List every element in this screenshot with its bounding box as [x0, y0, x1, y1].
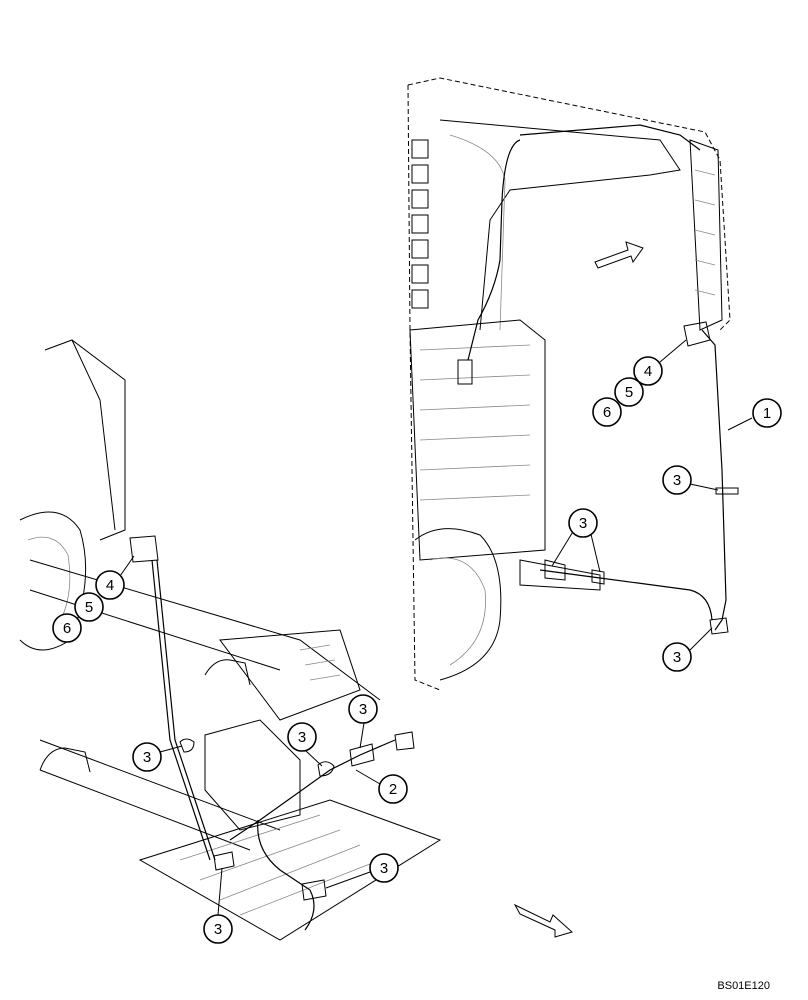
svg-text:6: 6 [603, 404, 611, 421]
direction-arrow-lower [513, 903, 574, 938]
svg-text:5: 5 [85, 599, 93, 616]
callout-3-left-side: 3 [132, 742, 183, 772]
svg-text:4: 4 [644, 363, 652, 380]
callout-3-right-bottom: 3 [662, 627, 713, 672]
harness-part-2 [129, 535, 415, 931]
direction-arrow-upper [594, 241, 644, 269]
svg-text:3: 3 [214, 921, 222, 938]
callout-1: 1 [727, 398, 782, 431]
svg-text:3: 3 [673, 472, 681, 489]
svg-text:3: 3 [673, 649, 681, 666]
callout-4-right: 4 [633, 339, 687, 386]
svg-text:3: 3 [143, 749, 151, 766]
callout-3-right-bracket: 3 [551, 508, 601, 573]
callout-6-left: 6 [52, 613, 82, 643]
callout-3-left-lower: 3 [325, 853, 399, 889]
svg-text:2: 2 [389, 781, 397, 798]
svg-text:3: 3 [579, 515, 587, 532]
left-assembly-frame [19, 339, 574, 941]
svg-text:3: 3 [359, 701, 367, 718]
svg-text:6: 6 [63, 620, 71, 637]
grab-handle-lower [39, 747, 91, 773]
drawing-code: BS01E120 [717, 980, 770, 992]
callout-5-right: 5 [614, 377, 644, 407]
svg-text:1: 1 [763, 405, 771, 422]
callout-6-right: 6 [592, 397, 622, 427]
callout-3-left-bottom: 3 [203, 867, 233, 944]
callout-2: 2 [355, 769, 408, 804]
vent-grid [411, 139, 429, 309]
callout-4-left: 4 [95, 555, 135, 600]
svg-text:5: 5 [625, 384, 633, 401]
callout-3-left-center: 3 [287, 722, 323, 767]
right-assembly-frame [407, 77, 731, 691]
callout-3-left-top: 3 [348, 694, 378, 749]
svg-text:3: 3 [380, 860, 388, 877]
svg-text:4: 4 [106, 577, 114, 594]
svg-text:3: 3 [298, 729, 306, 746]
callout-3-right-mid: 3 [662, 465, 719, 495]
grab-handle-upper [204, 659, 251, 686]
harness-part-1 [457, 124, 739, 635]
callout-5-left: 5 [74, 592, 104, 622]
